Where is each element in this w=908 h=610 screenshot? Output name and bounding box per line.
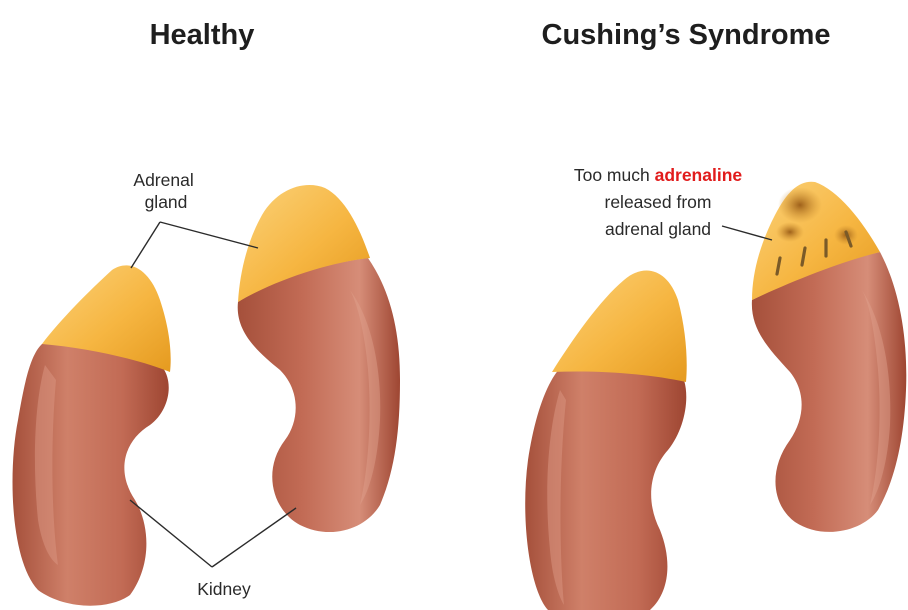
adrenal-gland-label: Adrenal gland: [133, 170, 198, 212]
note-line1-prefix: Too much: [574, 165, 655, 185]
kidney-label: Kidney: [197, 579, 251, 599]
cushings-left-adrenal: [552, 270, 687, 382]
adrenal-label-line1: Adrenal: [133, 170, 193, 190]
overactive-spot-middle: [776, 222, 804, 242]
adrenal-leader-line-right: [160, 222, 258, 248]
adrenal-leader-line-left: [131, 222, 160, 268]
note-line3: adrenal gland: [605, 219, 711, 239]
kidney-leader-line-right: [212, 508, 296, 567]
cushings-right-kidney-group: [752, 182, 906, 532]
healthy-right-kidney-group: [238, 185, 400, 532]
overactive-spot-top: [778, 187, 822, 223]
healthy-title: Healthy: [150, 19, 255, 51]
cushings-left-kidney-group: [525, 270, 687, 610]
overactive-gland-leader-line: [722, 226, 772, 240]
note-line2: released from: [605, 192, 712, 212]
adrenaline-note: Too much adrenaline: [574, 165, 743, 185]
cushings-title: Cushing’s Syndrome: [542, 19, 831, 51]
note-line1-highlight: adrenaline: [655, 165, 743, 185]
adrenal-label-line2: gland: [145, 192, 188, 212]
healthy-left-kidney-group: [13, 265, 171, 605]
